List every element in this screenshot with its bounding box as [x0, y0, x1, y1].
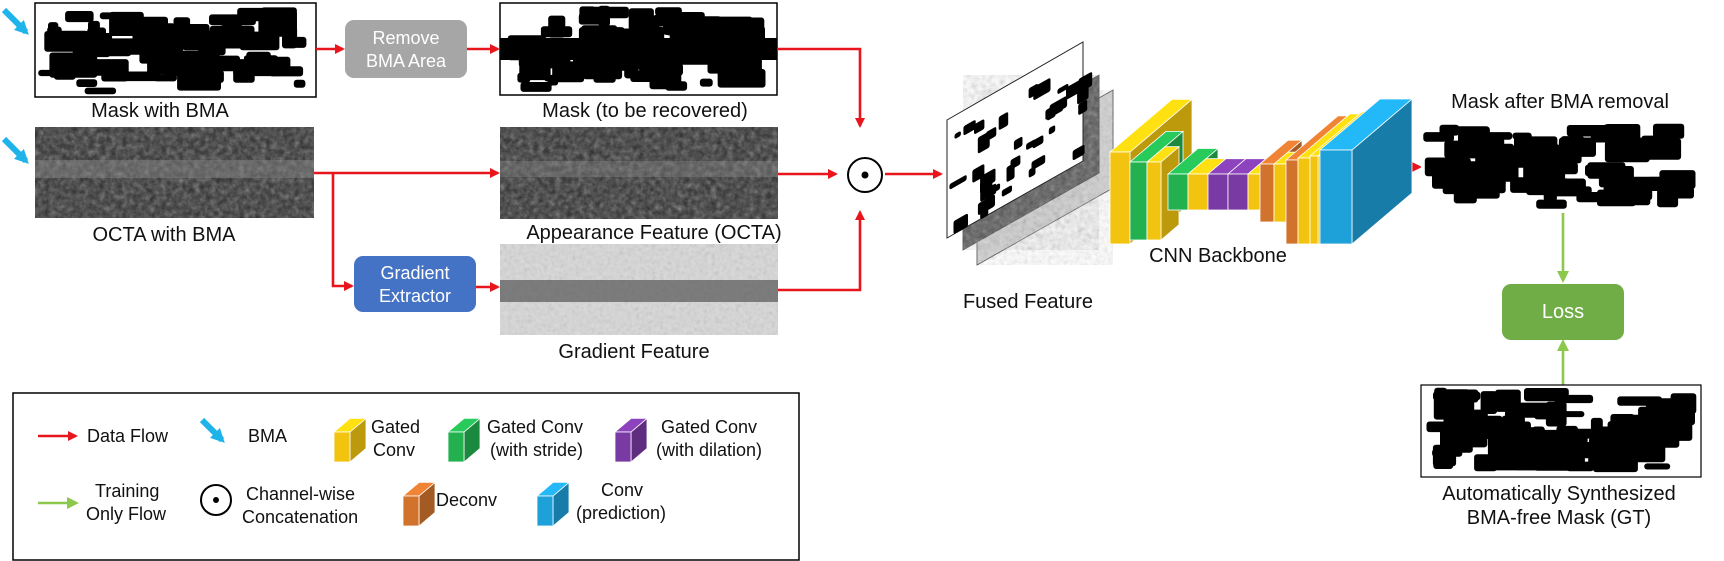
svg-text:BMA: BMA: [248, 426, 287, 446]
fused-feature-label: Fused Feature: [963, 291, 1093, 313]
backbone-conv-prediction: [1318, 98, 1414, 245]
gated-conv-stride-icon: [446, 417, 482, 463]
legend-data-flow: Data Flow: [38, 426, 169, 446]
gradient-line2: Extractor: [379, 286, 451, 306]
appearance-feature-image: [500, 127, 778, 219]
octa-with-bma-image: [35, 127, 314, 218]
appearance-feature-label: Appearance Feature (OCTA): [526, 222, 781, 244]
gradient-feature-image: [500, 244, 778, 335]
svg-text:Conv: Conv: [373, 440, 415, 460]
svg-text:Channel-wise: Channel-wise: [246, 484, 355, 504]
svg-text:(with stride): (with stride): [490, 440, 583, 460]
bma-arrow-mask: [1, 7, 29, 35]
svg-text:Gated Conv: Gated Conv: [661, 417, 757, 437]
gt-label-line2: BMA-free Mask (GT): [1467, 507, 1651, 529]
mask-with-bma-label: Mask with BMA: [91, 100, 229, 122]
fused-feature-stack: [946, 41, 1114, 266]
gradient-feature-label: Gradient Feature: [558, 341, 709, 363]
legend-gated-conv: Gated Conv: [332, 417, 420, 463]
mask-after-label: Mask after BMA removal: [1451, 91, 1669, 113]
loss-label: Loss: [1542, 301, 1584, 323]
conv-prediction-icon: [535, 481, 571, 527]
mask-blob-pattern: [507, 5, 766, 92]
svg-text:(with dilation): (with dilation): [656, 440, 762, 460]
mask-to-recover-label: Mask (to be recovered): [542, 100, 748, 122]
svg-text:Data Flow: Data Flow: [87, 426, 169, 446]
svg-text:Training: Training: [95, 481, 159, 501]
bma-arrow-octa: [1, 136, 29, 164]
fused-blob-pattern: [949, 72, 1093, 234]
gradient-line1: Gradient: [380, 263, 449, 283]
gated-conv-icon: [332, 417, 368, 463]
mask-with-bma-image: [34, 2, 317, 98]
svg-text:Only Flow: Only Flow: [86, 504, 167, 524]
svg-text:Gated Conv: Gated Conv: [487, 417, 583, 437]
mask-blob-pattern: [1426, 387, 1697, 473]
mask-blob-pattern: [1423, 123, 1696, 209]
legend-gated-conv-stride: Gated Conv (with stride): [446, 417, 583, 463]
cnn-backbone-label: CNN Backbone: [1149, 245, 1287, 267]
gated-conv-dilation-icon: [613, 417, 649, 463]
deconv-icon: [401, 481, 437, 527]
svg-text:Deconv: Deconv: [436, 490, 497, 510]
legend-channel-concat: Channel-wise Concatenation: [200, 484, 358, 527]
svg-text:(prediction): (prediction): [576, 503, 666, 523]
svg-text:Concatenation: Concatenation: [242, 507, 358, 527]
gt-mask-image: [1420, 384, 1702, 478]
legend-bma: BMA: [199, 417, 287, 446]
svg-text:Gated: Gated: [371, 417, 420, 437]
gradient-extractor-block: Gradient Extractor: [354, 256, 476, 312]
legend: Data Flow BMA Gated Conv Gated Conv (wit…: [12, 392, 800, 561]
remove-bma-area-block: Remove BMA Area: [345, 20, 467, 78]
mask-to-recover-image: [499, 2, 778, 96]
cnn-backbone: [1108, 98, 1414, 245]
legend-conv-prediction: Conv (prediction): [535, 480, 666, 527]
remove-bma-line2: BMA Area: [366, 51, 447, 71]
mask-blob-pattern: [38, 7, 307, 95]
octa-with-bma-label: OCTA with BMA: [93, 224, 237, 246]
channel-concat-operator: [847, 157, 883, 193]
remove-bma-line1: Remove: [372, 28, 439, 48]
legend-training-flow: Training Only Flow: [38, 481, 167, 524]
svg-text:Conv: Conv: [601, 480, 643, 500]
legend-gated-conv-dilation: Gated Conv (with dilation): [613, 417, 762, 463]
loss-block: Loss: [1502, 284, 1624, 340]
legend-deconv: Deconv: [401, 481, 497, 527]
mask-after-image: [1421, 120, 1702, 212]
gt-label-line1: Automatically Synthesized: [1442, 483, 1675, 505]
